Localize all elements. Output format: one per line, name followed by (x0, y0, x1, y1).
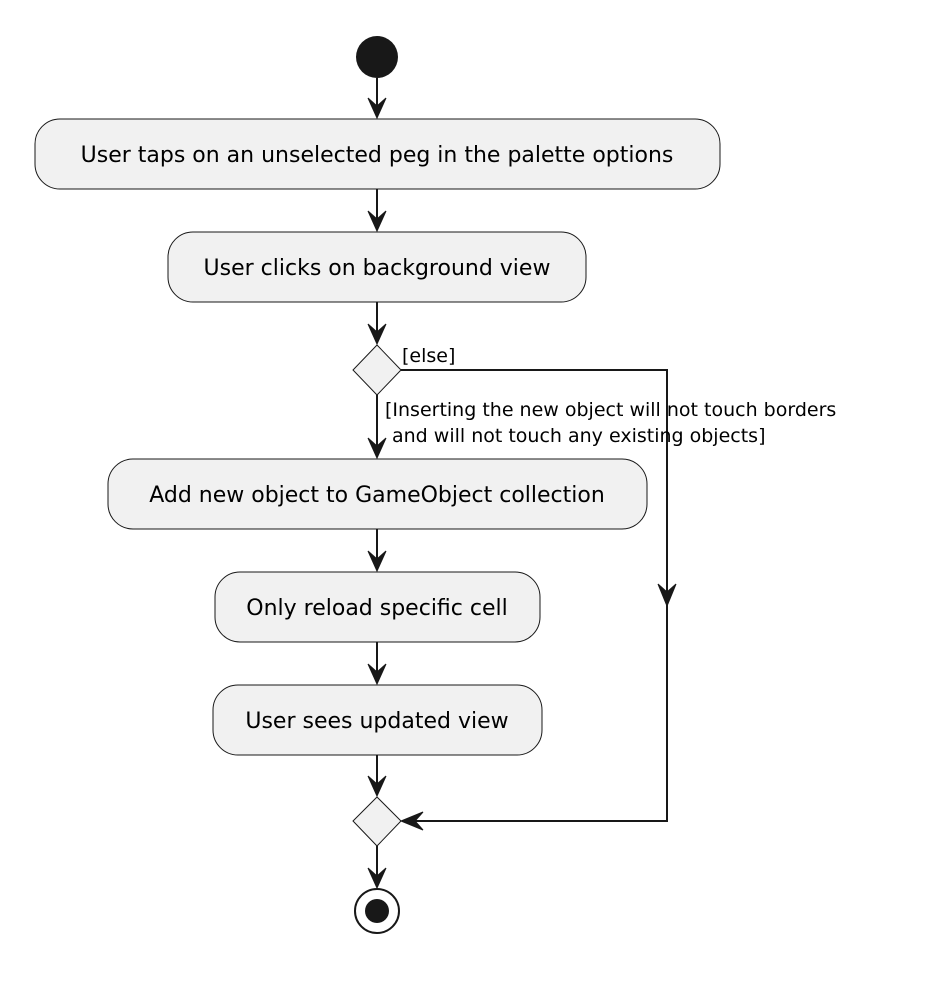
arrowhead (399, 811, 424, 831)
guard-condition-line-2: and will not touch any existing objects] (392, 425, 765, 447)
arrowhead (367, 437, 387, 460)
activity-sees-update-label: User sees updated view (245, 709, 508, 734)
arrowhead (657, 583, 677, 608)
arrowhead (367, 323, 387, 346)
end-node-ring (354, 888, 400, 934)
activity-click-background-label: User clicks on background view (204, 256, 551, 281)
arrowhead (367, 775, 387, 798)
guard-condition-line-1: [Inserting the new object will not touch… (385, 399, 836, 421)
activity-add-object-label: Add new object to GameObject collection (149, 483, 605, 508)
guard-else: [else] (402, 345, 455, 367)
arrowhead (367, 663, 387, 686)
arrowhead (367, 97, 387, 120)
decision-node (352, 344, 402, 396)
arrowhead (367, 210, 387, 233)
activity-select-peg-label: User taps on an unselected peg in the pa… (81, 143, 674, 168)
activity-reload-cell-label: Only reload specific cell (246, 596, 507, 621)
arrowhead (367, 867, 387, 890)
start-node (356, 36, 398, 78)
arrowhead (367, 550, 387, 573)
merge-node (352, 796, 402, 847)
end-node (365, 899, 389, 923)
